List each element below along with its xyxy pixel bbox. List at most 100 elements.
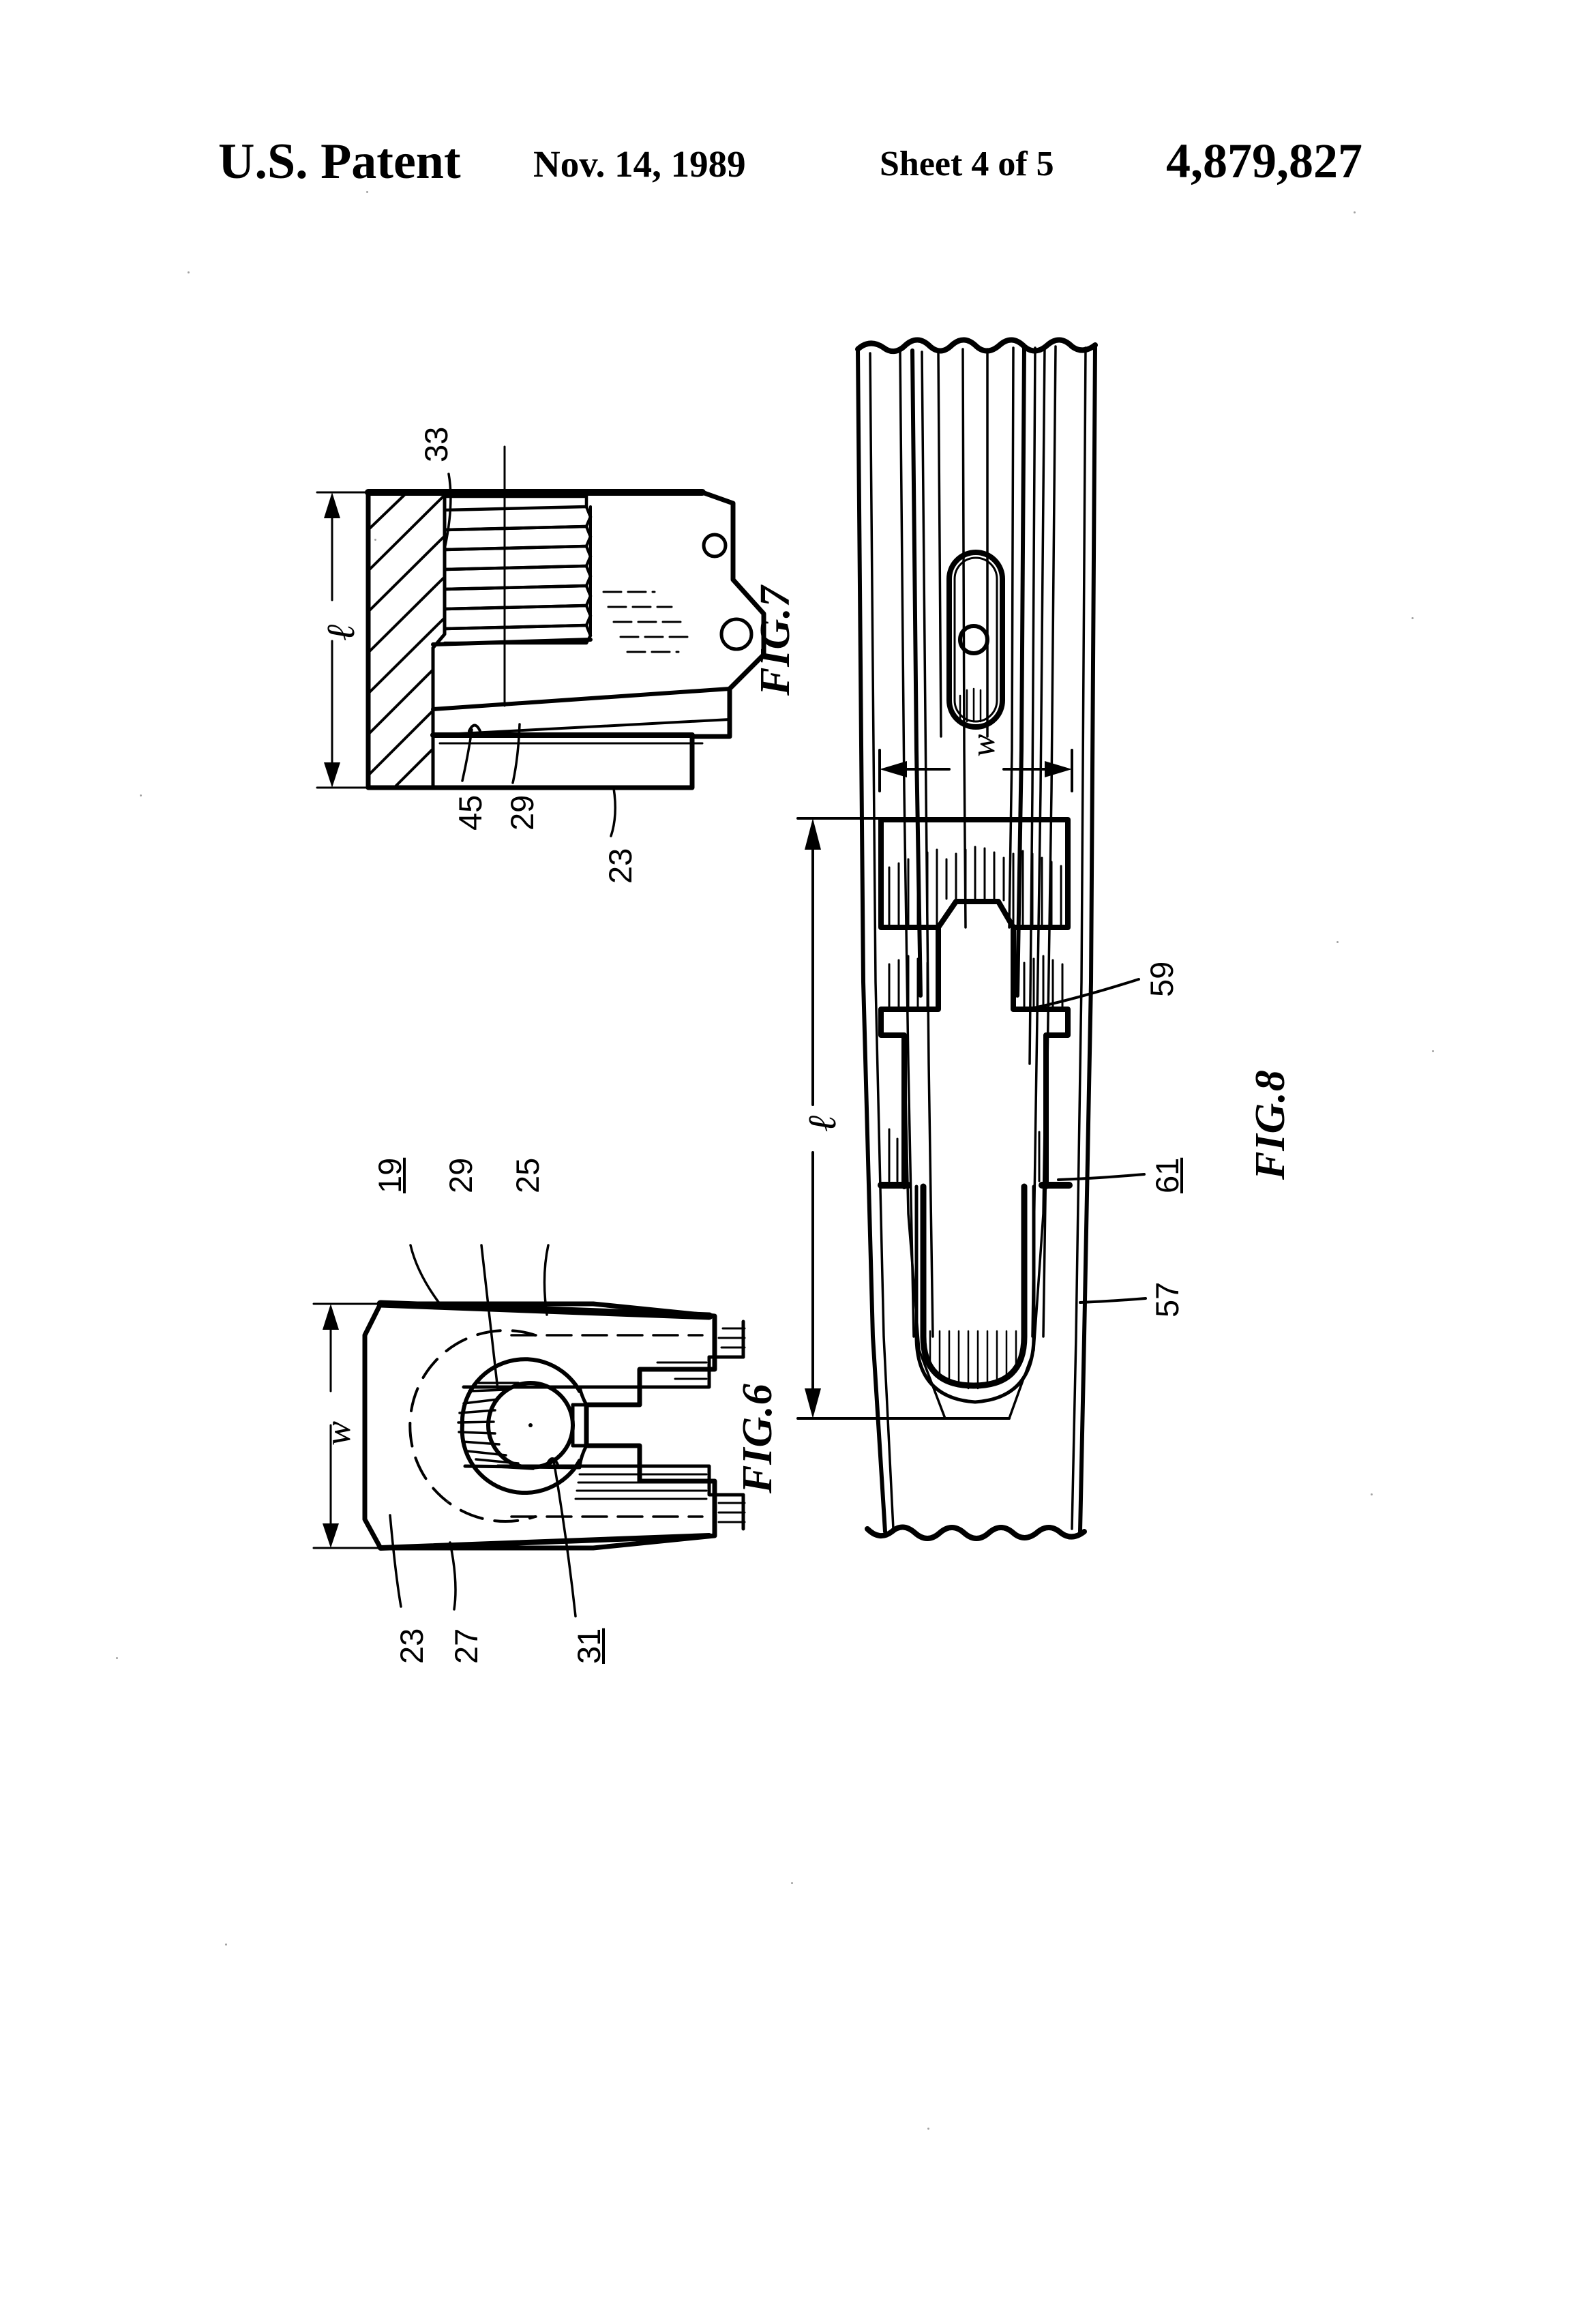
fig8-oblong-slot — [946, 550, 1005, 730]
fig6-refnum-19: 19 — [372, 1157, 408, 1193]
fig7-section-boundary — [431, 494, 447, 790]
fig8-break-line-top — [855, 337, 1098, 355]
fig6-leader-19 — [409, 1244, 441, 1305]
fig6-hidden-outline — [408, 1329, 537, 1523]
fig6-refnum-27: 27 — [448, 1628, 484, 1664]
figure-6-drawing — [312, 1244, 746, 1618]
fig7-dimension-l — [316, 491, 387, 789]
scan-speck — [927, 2128, 929, 2130]
fig6-notch — [546, 1457, 559, 1466]
fig7-dim-symbol-l: ℓ — [318, 624, 363, 641]
fig8-inner-wall-left-a — [869, 352, 895, 1530]
fig8-pocket-rounded-end — [920, 1183, 1028, 1389]
fig7-leader-33 — [443, 473, 452, 550]
fig6-yoke-outline — [362, 1301, 717, 1551]
fig6-leader-29 — [480, 1244, 499, 1391]
patent-office-title: U.S. Patent — [218, 134, 461, 190]
scan-speck — [374, 539, 376, 541]
figure-7-drawing — [316, 445, 766, 837]
fig6-collar-arc-lower — [460, 1423, 582, 1495]
fig6-leader-31 — [552, 1459, 577, 1618]
fig6-refnum-29: 29 — [443, 1157, 479, 1193]
fig6-upper-arm — [496, 1320, 745, 1389]
fig8-slot-shading — [959, 687, 989, 723]
scan-speck — [116, 1657, 118, 1659]
fig8-dim-symbol-w: w — [964, 734, 1002, 757]
fig7-body-outline — [365, 490, 766, 790]
scan-speck — [1371, 1493, 1373, 1495]
figure-8: 59 61 57 w ℓ FIG.8 — [796, 314, 1459, 1575]
figure-7: 33 45 29 23 ℓ FIG.7 — [293, 409, 799, 887]
fig6-upper-arm-fillet — [578, 1385, 588, 1407]
fig8-leader-61 — [1057, 1173, 1146, 1181]
fig6-bore-centre-mark — [528, 1423, 533, 1427]
fig6-lower-arm-fillet — [578, 1444, 588, 1468]
fig8-fitting-hatching-upper — [888, 846, 1062, 926]
fig8-break-line-bottom — [865, 1524, 1087, 1541]
fig6-refnum-25: 25 — [509, 1157, 546, 1193]
fig8-leader-57 — [1079, 1297, 1147, 1304]
fig8-refnum-61: 61 — [1149, 1157, 1185, 1193]
fig7-refnum-29: 29 — [504, 794, 540, 831]
fig7-notch — [468, 724, 481, 732]
fig8-slot-centre-hole — [958, 624, 989, 655]
fig8-fitting-hatching-shoulders — [888, 955, 1064, 1008]
fig6-refnum-31: 31 — [571, 1628, 607, 1664]
fig6-upper-arm-hatching — [656, 1327, 746, 1380]
fig8-refnum-59: 59 — [1144, 961, 1180, 997]
fig7-leader-45 — [461, 728, 473, 782]
fig7-thread-profile — [443, 494, 593, 645]
figure-8-drawing — [796, 337, 1147, 1541]
scan-speck — [791, 1882, 793, 1884]
scan-speck — [1354, 211, 1356, 213]
fig8-inner-taper-right — [1008, 1034, 1047, 1420]
fig8-dim-symbol-l: ℓ — [800, 1115, 844, 1132]
patent-header: U.S. Patent Nov. 14, 1989 Sheet 4 of 5 4… — [0, 133, 1582, 222]
figure-6-label: FIG.6 — [734, 1383, 781, 1493]
fig6-dim-symbol-w: w — [317, 1420, 358, 1446]
fig7-refnum-33: 33 — [418, 426, 454, 462]
fig7-refnum-45: 45 — [452, 794, 488, 831]
fig8-fitting-arch — [936, 899, 1016, 930]
fig8-inner-taper-left — [903, 1034, 946, 1420]
figure-8-label: FIG.8 — [1247, 1069, 1294, 1180]
fig8-inner-wall-right-a — [1071, 346, 1087, 1530]
fig8-profile-lines-heavy — [910, 346, 1026, 998]
fig6-hidden-lines — [510, 1334, 704, 1518]
fig6-bottom-edge — [378, 1533, 712, 1551]
fig6-leader-27 — [449, 1541, 457, 1611]
scan-speck — [447, 1500, 449, 1502]
scan-speck — [366, 191, 368, 193]
fig8-pocket-shading — [929, 1330, 1017, 1390]
patent-number: 4,879,827 — [1166, 134, 1362, 188]
fig7-hole-upper — [702, 533, 728, 558]
figure-7-label: FIG.7 — [752, 585, 799, 696]
scan-speck — [225, 1943, 227, 1946]
fig8-refnum-57: 57 — [1149, 1281, 1185, 1317]
fig7-leader-23 — [610, 787, 616, 837]
fig8-fitting-right-profile — [878, 817, 1071, 1189]
sheet-indicator: Sheet 4 of 5 — [880, 145, 1054, 183]
fig8-outer-wall-right — [1078, 343, 1097, 1534]
fig7-refnum-23: 23 — [602, 848, 638, 884]
fig8-fitting-left-profile — [878, 817, 941, 1189]
fig6-leader-23 — [389, 1514, 402, 1608]
fig8-outer-wall-left — [856, 347, 887, 1534]
fig6-lower-arm — [496, 1464, 745, 1531]
fig7-angled-face-upper — [431, 687, 732, 711]
fig6-top-edge — [376, 1300, 713, 1320]
fig6-collar-arc-upper — [460, 1357, 582, 1427]
fig7-section-hatching — [368, 492, 446, 788]
scan-speck — [1337, 941, 1339, 943]
fig8-dimension-l — [796, 817, 1011, 1420]
fig6-refnum-23: 23 — [393, 1628, 430, 1664]
fig7-leader-29 — [511, 723, 521, 784]
fig6-dimension-w — [312, 1302, 382, 1549]
scan-speck — [1412, 617, 1414, 619]
scan-speck — [140, 794, 142, 796]
fig8-leader-59 — [1032, 978, 1140, 1009]
fig7-angled-face-aux — [432, 718, 731, 736]
scan-speck — [1432, 1050, 1434, 1052]
fig6-lower-arm-hatching — [574, 1473, 746, 1523]
